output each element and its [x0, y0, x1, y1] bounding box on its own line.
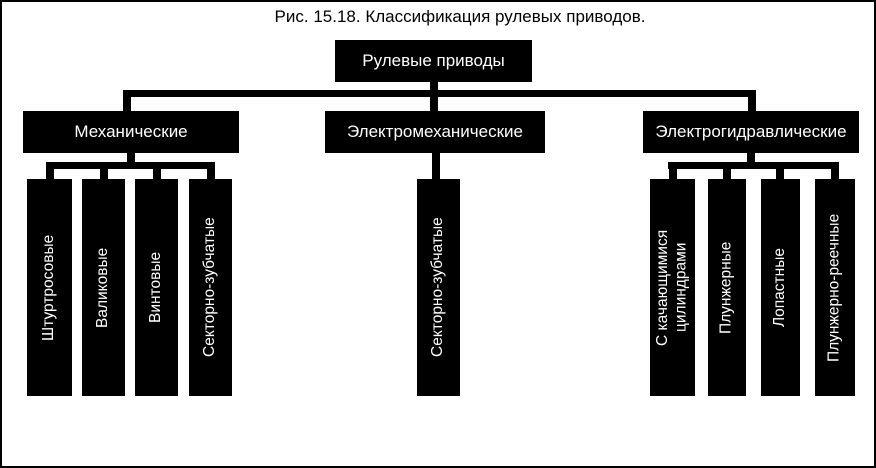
connector-eh-drop-3: [776, 162, 784, 180]
node-electrohydraulic: Электрогидравлические: [643, 111, 859, 153]
node-mechanical: Механические: [23, 111, 239, 153]
connector-drop-electrohydraulic: [748, 90, 756, 112]
node-electromechanical: Электромеханические: [325, 111, 545, 153]
connector-mech-drop-1: [46, 162, 54, 180]
leaf-sektorno-zubchatye-em: Секторно-зубчатые: [417, 179, 460, 396]
connector-eh-drop-4: [831, 162, 839, 180]
connector-eh-drop-1: [669, 162, 677, 180]
leaf-plunzherno-reechnye: Плунжерно-реечные: [815, 179, 855, 396]
connector-root-stub: [430, 82, 438, 112]
connector-eh-drop-2: [723, 162, 731, 180]
leaf-lopastnye: Лопастные: [761, 179, 800, 396]
node-steering-drives-root: Рулевые приводы: [335, 40, 532, 82]
connector-mechanical-bar: [46, 162, 215, 169]
leaf-vintovye: Винтовые: [135, 179, 178, 396]
connector-drop-mechanical: [123, 90, 131, 112]
connector-mech-drop-4: [207, 162, 215, 180]
leaf-shturtrosovye: Штуртросовые: [27, 179, 72, 396]
connector-mech-drop-2: [100, 162, 108, 180]
connector-mech-drop-3: [153, 162, 161, 180]
connector-electrohydraulic-stub: [747, 153, 755, 164]
connector-mechanical-stub: [127, 153, 135, 164]
connector-electrohydraulic-bar: [668, 162, 839, 169]
leaf-valikovye: Валиковые: [82, 179, 125, 396]
figure-caption: Рис. 15.18. Классификация рулевых привод…: [274, 7, 646, 26]
leaf-swinging-cylinders: С качающимися цилиндрами: [650, 179, 695, 396]
leaf-plunzhernye: Плунжерные: [708, 179, 746, 396]
leaf-sektorno-zubchatye: Секторно-зубчатые: [189, 179, 232, 396]
connector-electromech-stub: [432, 153, 440, 180]
connector-level1-bar: [123, 90, 756, 97]
